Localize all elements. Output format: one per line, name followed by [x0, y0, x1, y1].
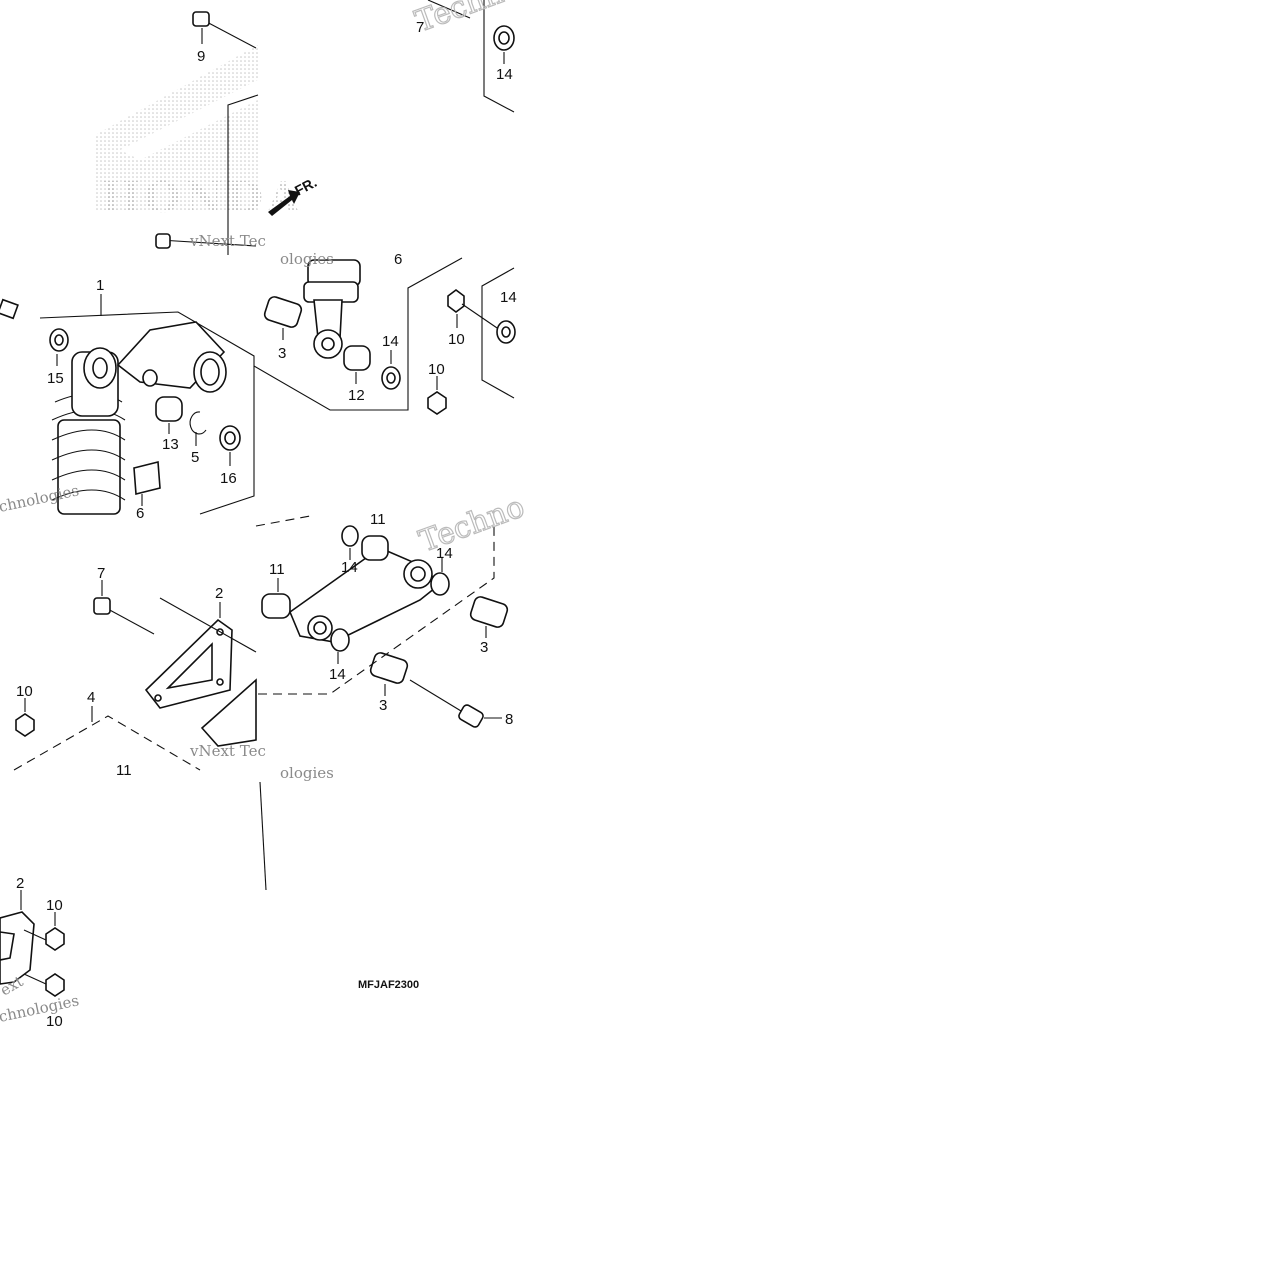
- callout-5: 5: [191, 449, 199, 466]
- bushing-13: [155, 396, 183, 422]
- shock-outline: [39, 311, 255, 515]
- frame-outline-ll-1: [159, 597, 257, 653]
- stud-line-2: [23, 973, 47, 985]
- shock-link: [289, 547, 442, 643]
- callout-9: 9: [197, 48, 205, 65]
- callout-3-upper: 3: [278, 345, 286, 362]
- seal-14-link-right: [430, 572, 450, 596]
- callout-10-bottom-1: 10: [46, 897, 63, 914]
- frame-outline-mr: [253, 257, 463, 411]
- callout-6-left: 6: [136, 505, 144, 522]
- nut-10-upper: [447, 289, 465, 313]
- frame-outline-4: [13, 715, 201, 771]
- callout-3-right: 3: [480, 639, 488, 656]
- watermark-techno-2: Techno: [415, 489, 529, 559]
- diagram-code: MFJAF2300: [358, 979, 419, 991]
- callout-14-link-right: 14: [436, 545, 453, 562]
- label-6: [133, 460, 161, 496]
- nut-10-left: [15, 713, 35, 737]
- logo-wordmark: HONDA: [100, 173, 304, 222]
- bolt-end-left: [0, 298, 19, 320]
- callout-10-lower: 10: [428, 361, 445, 378]
- bolt-head-lower: [155, 233, 171, 249]
- bracket-plate-2-lower: [0, 911, 35, 985]
- frame-outline-tr: [483, 0, 515, 113]
- bracket-plate-2-lower-cutout: [0, 931, 15, 961]
- bolt-head-7: [93, 597, 111, 615]
- callout-16: 16: [220, 470, 237, 487]
- callout-1: 1: [96, 277, 104, 294]
- seal-14-link-lower: [330, 628, 350, 652]
- callout-6-top: 6: [394, 251, 402, 268]
- frame-outline-tl: [227, 94, 259, 255]
- nut-10-bottom-1: [45, 927, 65, 951]
- honda-logo-watermark: HONDA: [95, 45, 304, 222]
- nut-10-lower: [427, 391, 447, 415]
- bolt-head-9: [192, 11, 210, 27]
- seal-14-mid-inner: [386, 372, 396, 384]
- frame-outline-r: [481, 267, 515, 399]
- bolt-line-10-upper: [461, 303, 501, 331]
- callout-11-left: 11: [269, 561, 285, 578]
- bearing-11-left: [261, 593, 291, 619]
- bolt-shaft-7: [105, 607, 155, 635]
- callout-4: 4: [87, 689, 95, 706]
- bolt-head-8: [458, 704, 484, 728]
- callout-14-link-lower: 14: [329, 666, 346, 683]
- bearing-12: [343, 345, 371, 371]
- collar-3-right: [469, 596, 509, 628]
- bolt-shaft-9: [202, 19, 257, 49]
- callout-12: 12: [348, 387, 365, 404]
- shock-absorber-1: [51, 321, 227, 515]
- circlip-5: [189, 411, 207, 435]
- watermark-ologies-1: ologies: [280, 250, 334, 268]
- bracket-plate-2: [144, 618, 257, 747]
- callout-14-link-upper: 14: [341, 559, 358, 576]
- stud-line-1: [23, 929, 47, 941]
- callout-11-top: 11: [370, 511, 386, 528]
- bolt-shaft-8: [409, 679, 467, 715]
- watermark-ologies-2: ologies: [280, 764, 334, 782]
- callout-2: 2: [215, 585, 223, 602]
- callout-10-left: 10: [16, 683, 33, 700]
- bearing-11-upper: [361, 535, 389, 561]
- callout-13: 13: [162, 436, 179, 453]
- frame-outline-link-top: [255, 515, 311, 527]
- collar-3-upper: [263, 296, 303, 328]
- bolt-shaft-7-top: [427, 0, 471, 19]
- callout-7: 7: [97, 565, 105, 582]
- callout-11-low: 11: [116, 762, 132, 779]
- seal-14-right-inner: [501, 326, 511, 338]
- callout-14-top: 14: [496, 66, 513, 83]
- collar-3-lower: [369, 652, 409, 684]
- watermark-vnext-1: vNext Tec: [189, 232, 266, 250]
- callout-8: 8: [505, 711, 513, 728]
- callout-2-lower: 2: [16, 875, 24, 892]
- nut-10-bottom-2: [45, 973, 65, 997]
- seal-15-inner: [54, 334, 64, 346]
- seal-16-inner: [224, 431, 236, 445]
- seal-14-top-inner: [498, 31, 510, 45]
- callout-3-lower: 3: [379, 697, 387, 714]
- bolt-shaft-lower: [159, 239, 257, 247]
- callout-10-upper: 10: [448, 331, 465, 348]
- shock-top-mount: [303, 259, 361, 359]
- frame-outline-link: [258, 522, 495, 695]
- seal-14-link-upper: [341, 525, 359, 547]
- callout-7-top: 7: [416, 19, 424, 36]
- callout-14-right: 14: [500, 289, 517, 306]
- callout-14-mid: 14: [382, 333, 399, 350]
- watermark-vnext-2: vNext Tec: [189, 742, 266, 760]
- callout-15: 15: [47, 370, 64, 387]
- callout-10-bottom-2: 10: [46, 1013, 63, 1030]
- watermark-nologies-2: chnologies: [0, 991, 81, 1026]
- frame-outline-bottom: [259, 781, 267, 891]
